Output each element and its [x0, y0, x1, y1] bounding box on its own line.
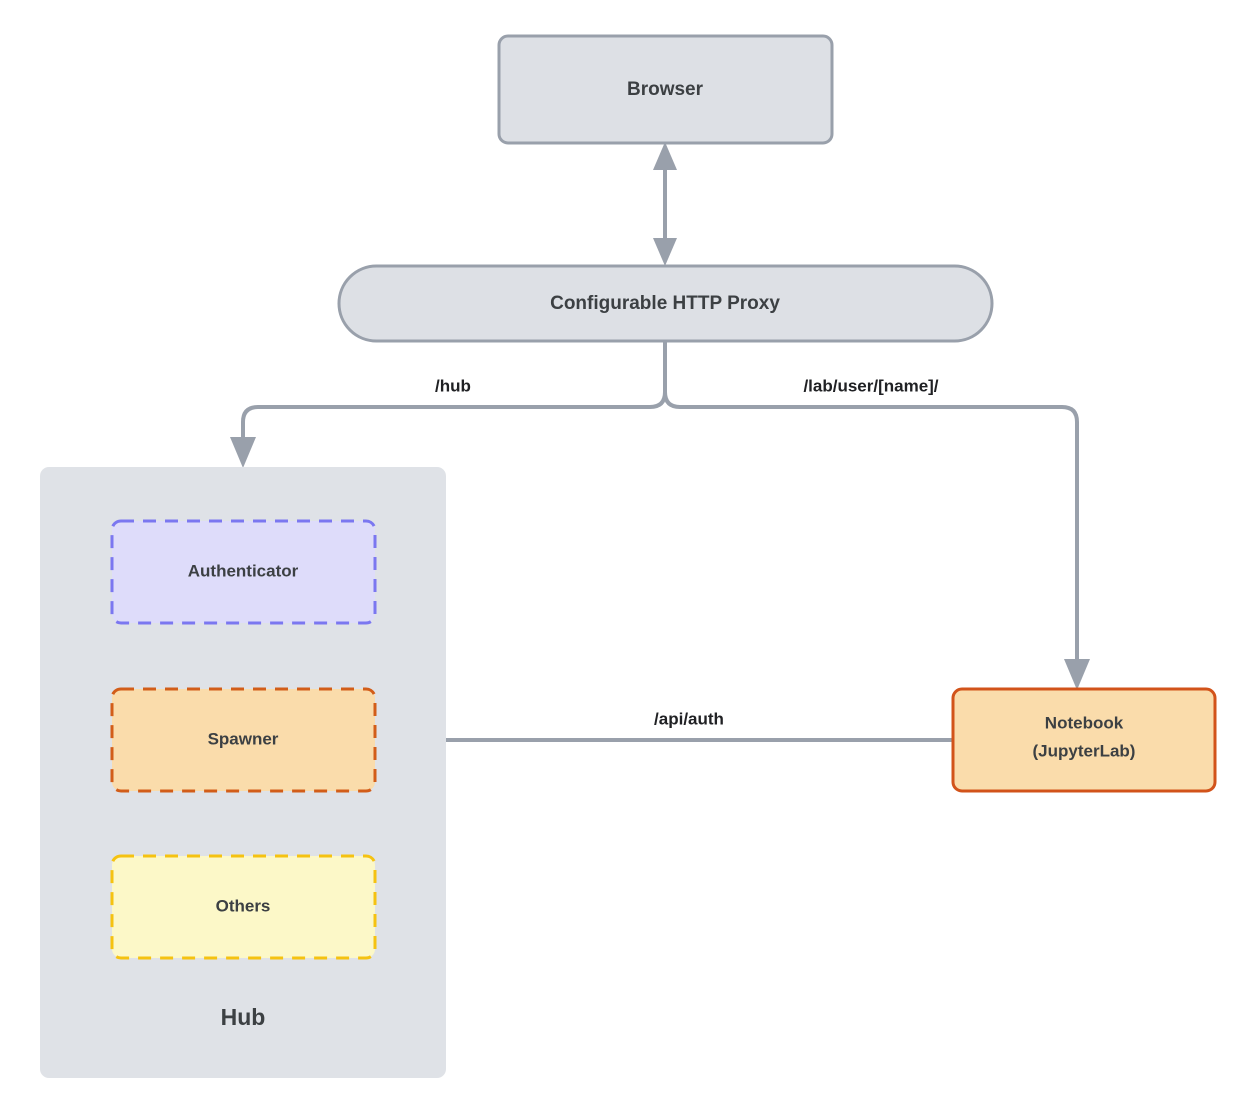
node-authenticator-label: Authenticator [188, 561, 299, 580]
node-configurable-http-proxy[interactable]: Configurable HTTP Proxy [337, 264, 994, 343]
node-hub-label: Hub [221, 1004, 266, 1030]
node-browser[interactable]: Browser [497, 34, 834, 145]
edge-label-lab-user: /lab/user/[name]/ [803, 376, 938, 395]
node-spawner-label: Spawner [208, 729, 279, 748]
node-proxy-label: Configurable HTTP Proxy [550, 293, 780, 314]
arrow-head-up-browser [653, 142, 677, 170]
node-notebook-label-line1: Notebook [1045, 713, 1124, 732]
node-proxy-shape [337, 264, 994, 343]
node-notebook-shape [951, 687, 1217, 793]
node-spawner-shape [110, 687, 377, 793]
node-notebook[interactable]: Notebook (JupyterLab) [951, 687, 1217, 793]
node-others[interactable]: Others [110, 854, 377, 960]
node-others-shape [110, 854, 377, 960]
edge-proxy-notebook-line [663, 341, 1079, 672]
node-notebook-label-line2: (JupyterLab) [1033, 741, 1136, 760]
edge-proxy-notebook [663, 341, 1090, 690]
edge-label-api-auth: /api/auth [654, 709, 724, 728]
arrow-head-hub [230, 437, 256, 468]
edge-labels: /hub /lab/user/[name]/ /api/auth [435, 376, 939, 728]
node-browser-shape [497, 34, 834, 145]
edge-proxy-hub [230, 341, 667, 468]
edge-label-hub: /hub [435, 376, 471, 395]
node-authenticator-shape [110, 519, 377, 625]
node-others-label: Others [216, 896, 271, 915]
node-browser-label: Browser [627, 79, 704, 100]
edge-notebook-spawner [377, 727, 952, 753]
edge-proxy-hub-line [241, 341, 667, 450]
node-spawner[interactable]: Spawner [110, 687, 377, 793]
node-authenticator[interactable]: Authenticator [110, 519, 377, 625]
edge-browser-proxy [653, 142, 677, 266]
arrow-head-notebook [1064, 659, 1090, 690]
arrow-head-down-proxy [653, 238, 677, 266]
